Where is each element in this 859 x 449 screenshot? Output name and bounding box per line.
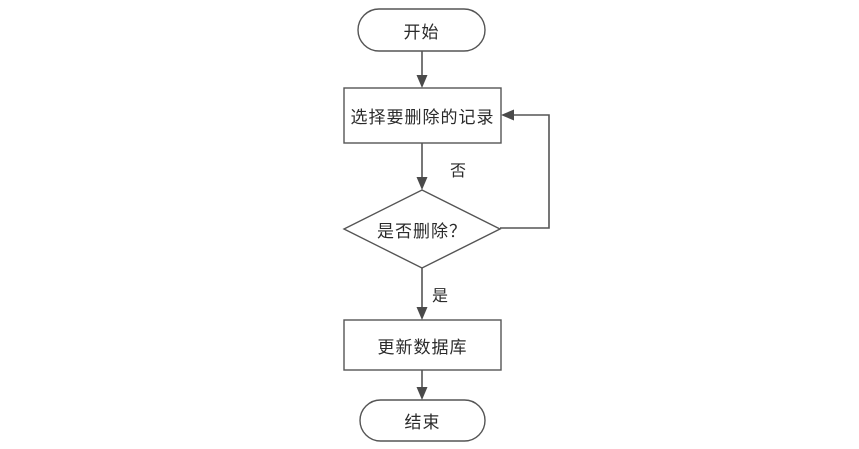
edge-decide-yes-to-update [416, 268, 428, 320]
edge-decide-yes-to-update-arrowhead [416, 307, 428, 320]
edge-update-to-end [416, 370, 428, 400]
node-decision-shape[interactable] [342, 189, 502, 269]
node-update-shape[interactable] [343, 319, 502, 371]
edge-decide-no-loop [500, 109, 550, 229]
node-decision[interactable] [344, 190, 500, 268]
edge-select-to-decide [416, 143, 428, 190]
edge-start-to-select-arrowhead [416, 75, 428, 88]
edge-update-to-end-arrowhead [416, 387, 428, 400]
node-update[interactable] [344, 320, 501, 370]
edge-start-to-select [416, 51, 428, 88]
node-end-shape[interactable] [359, 399, 486, 442]
node-start[interactable] [358, 9, 485, 51]
node-select-shape[interactable] [343, 87, 502, 144]
node-select[interactable] [344, 88, 501, 143]
edge-decide-no-loop-line [500, 114, 550, 229]
edge-select-to-decide-arrowhead [416, 177, 428, 190]
node-start-shape[interactable] [357, 8, 486, 52]
node-end[interactable] [360, 400, 485, 441]
edge-decide-no-loop-arrowhead [501, 109, 514, 121]
